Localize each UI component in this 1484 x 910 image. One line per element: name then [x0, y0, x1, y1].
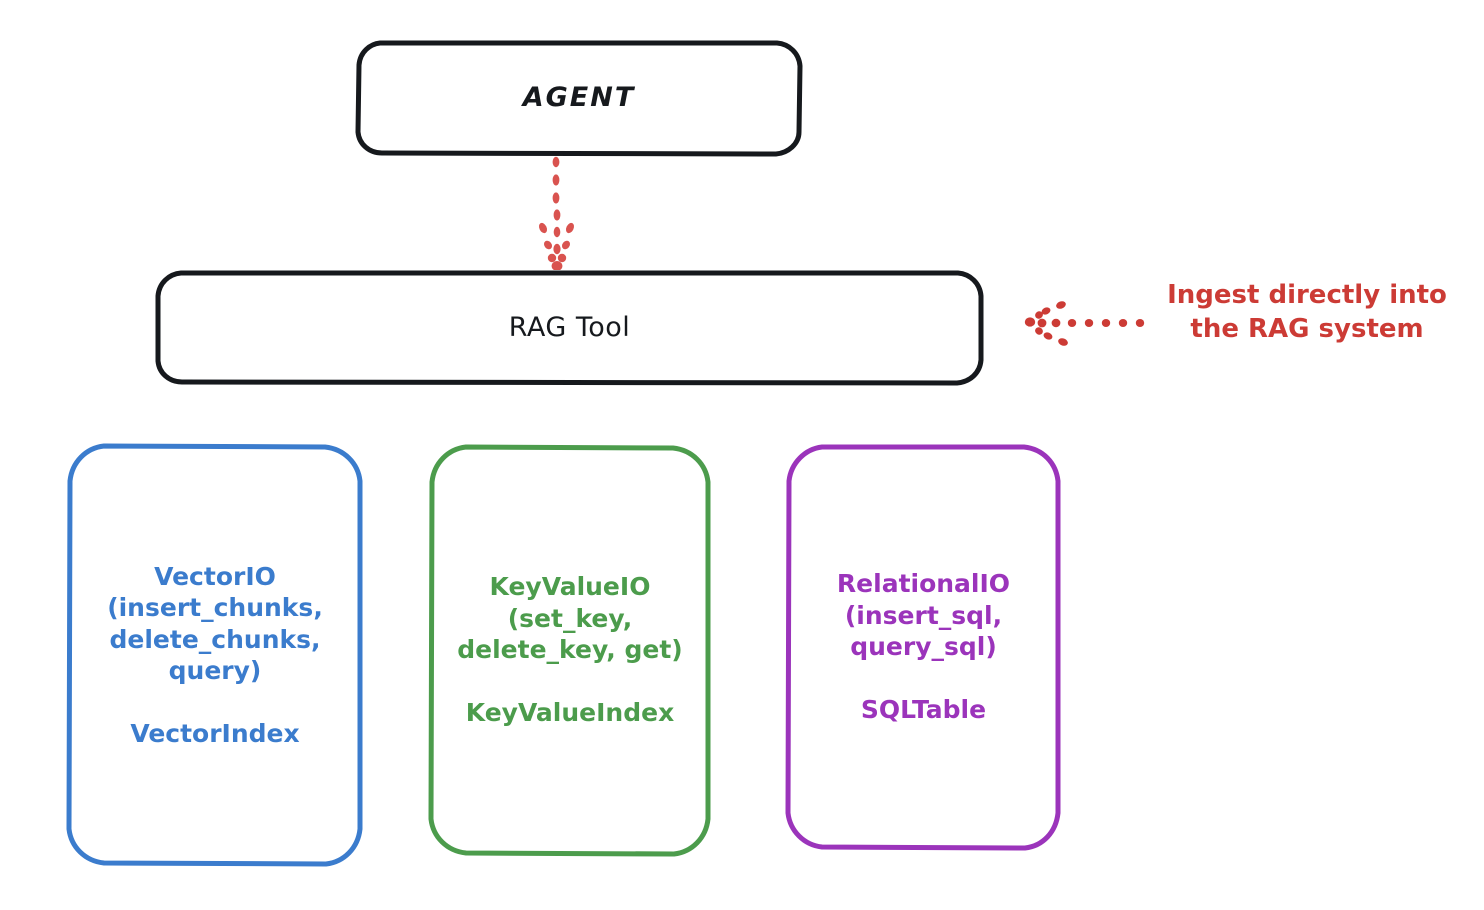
annotation-ingest-note: Ingest directly into the RAG system — [1167, 280, 1447, 345]
node-relational-io[interactable]: RelationalIO (insert_sql, query_sql) SQL… — [785, 443, 1062, 851]
node-agent[interactable]: AGENT — [355, 40, 803, 157]
node-vector-io-label: VectorIO (insert_chunks, delete_chunks, … — [107, 561, 323, 749]
node-agent-label: AGENT — [522, 82, 636, 114]
connector-ingest-note-to-rag-tool — [1024, 301, 1145, 346]
connector-agent-to-rag-tool — [538, 156, 575, 271]
node-relational-io-label: RelationalIO (insert_sql, query_sql) SQL… — [836, 569, 1011, 725]
node-key-value-io-label: KeyValueIO (set_key, delete_key, get) Ke… — [457, 572, 683, 728]
node-rag-tool[interactable]: RAG Tool — [155, 270, 984, 386]
node-vector-io[interactable]: VectorIO (insert_chunks, delete_chunks, … — [66, 443, 364, 867]
node-rag-tool-label: RAG Tool — [508, 311, 631, 343]
node-key-value-io[interactable]: KeyValueIO (set_key, delete_key, get) Ke… — [428, 443, 712, 857]
